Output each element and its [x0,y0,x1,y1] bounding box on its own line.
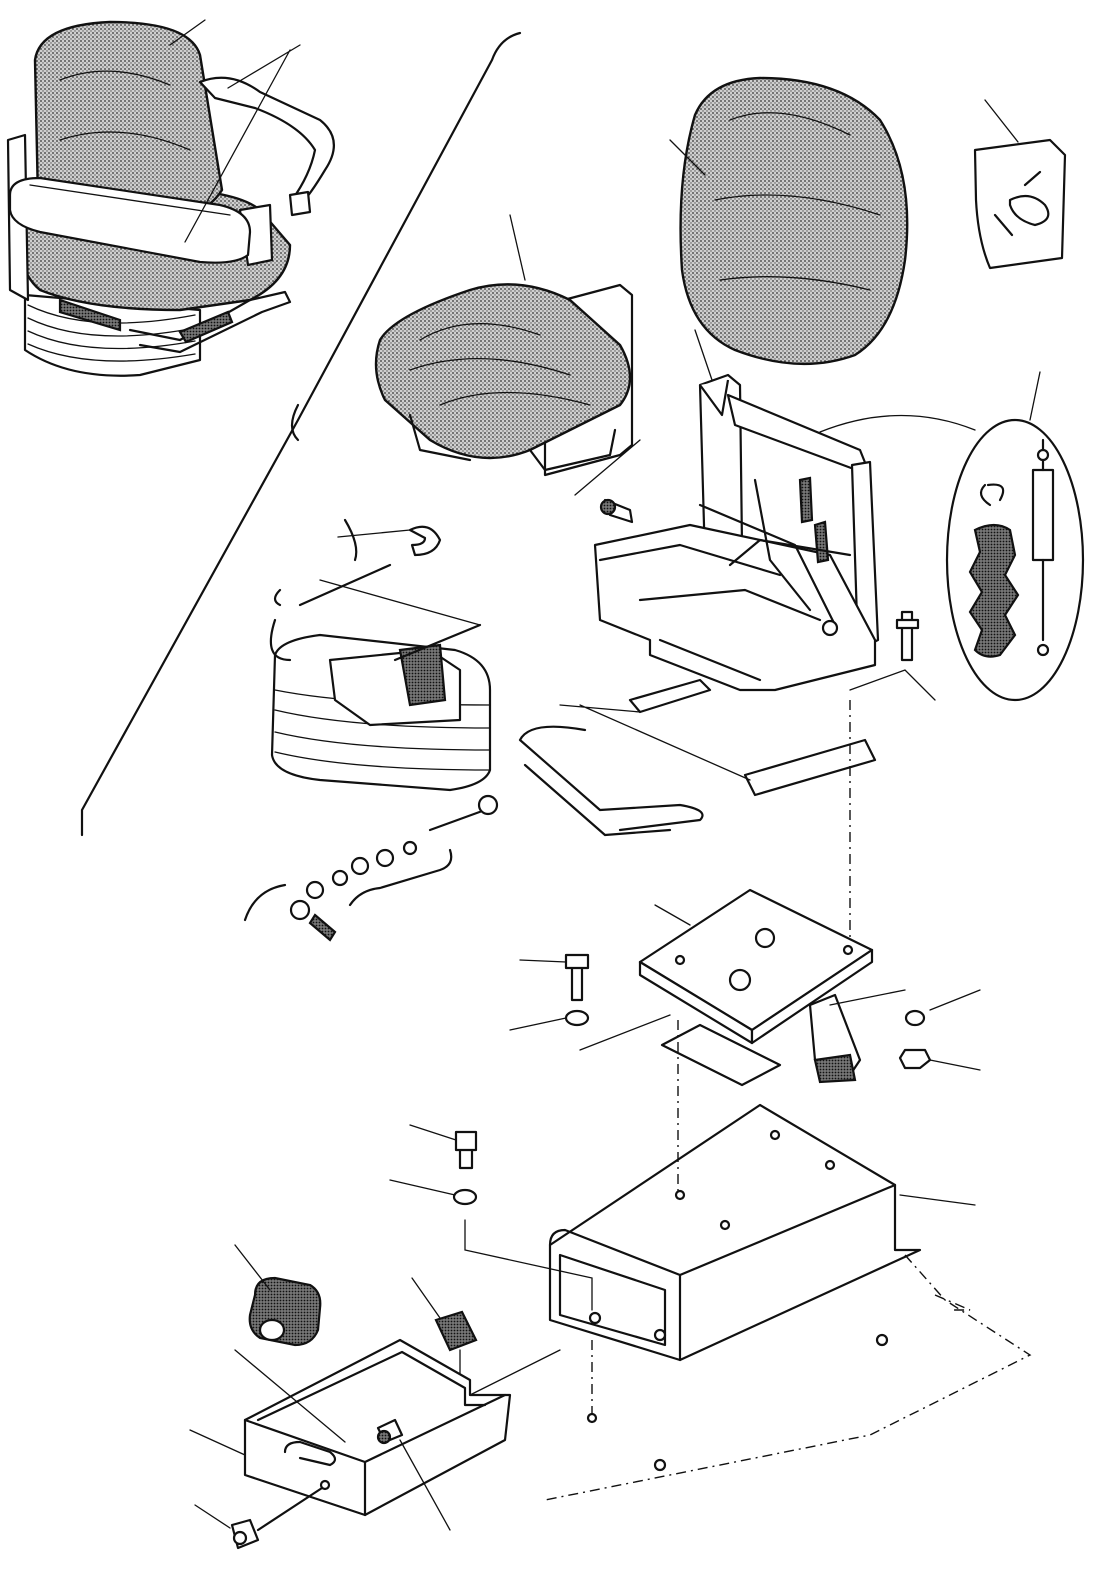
suspension-bellows [269,518,492,792]
backrest-icon [669,76,909,366]
fastener-icon [243,794,499,942]
fastener-icon [509,953,981,1071]
bumper-icon [234,1244,322,1347]
fastener-icon [895,610,920,662]
console-box-icon [544,1103,1032,1501]
bellows-icon [968,523,1020,658]
leader-lines-assembled [169,19,301,243]
seat-assembly-icon [6,20,335,377]
gas-spring-icon [819,371,1085,702]
seat-frame-icon [593,329,880,692]
section-divider [80,31,522,837]
bumper-icon [411,1277,561,1396]
fastener-icon [574,439,641,524]
swivel-plate-icon [638,888,906,1087]
slide-rail-icon [518,669,936,837]
fastener-icon [389,1124,593,1311]
latch-icon [194,1486,324,1550]
drawer-icon [189,1338,512,1531]
seat-cushion-icon [374,214,634,477]
parts-bag-icon [973,99,1067,270]
alignment-guides [591,700,851,1415]
